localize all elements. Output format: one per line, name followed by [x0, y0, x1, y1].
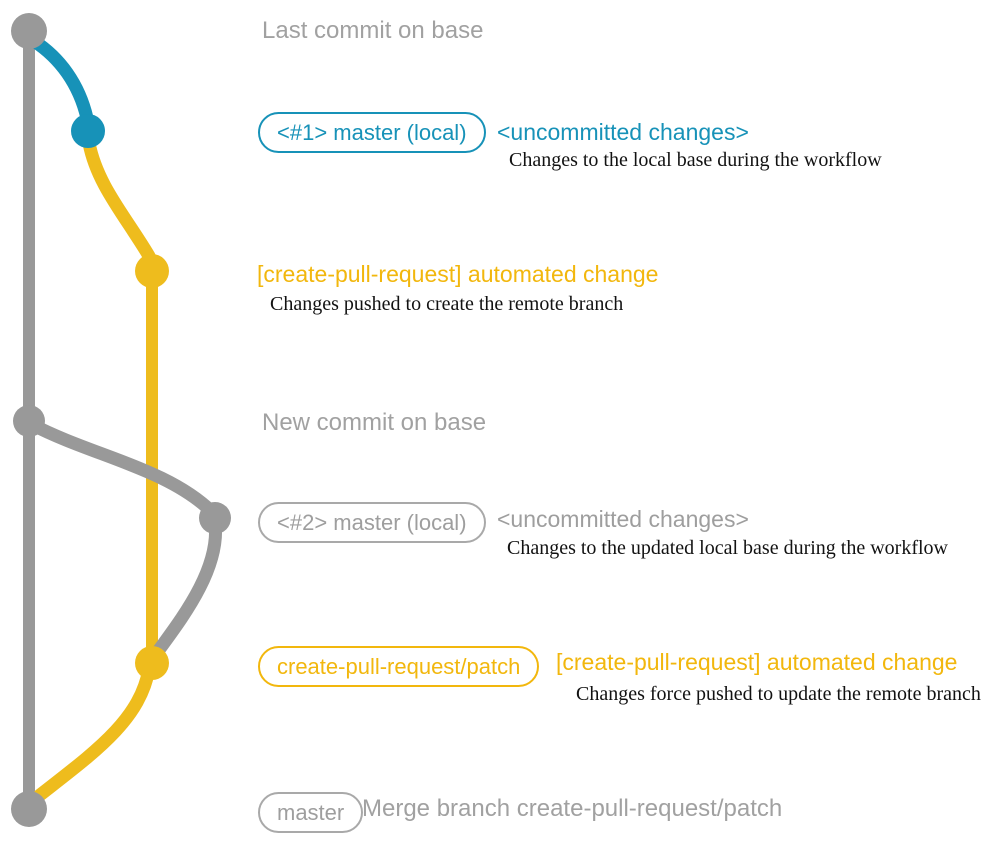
commit-dot-uncommitted-1	[71, 114, 105, 148]
commit-title-uncommitted-2: <uncommitted changes>	[497, 506, 749, 532]
commit-desc-automated-2: Changes force pushed to update the remot…	[576, 683, 981, 705]
commit-title-uncommitted-1: <uncommitted changes>	[497, 119, 749, 145]
commit-desc-automated-1: Changes pushed to create the remote bran…	[270, 293, 624, 315]
commit-desc-uncommitted-2: Changes to the updated local base during…	[507, 537, 948, 559]
patch-merge-curve	[33, 662, 156, 802]
patch-branch-curve-top	[82, 136, 156, 263]
branch-badge-patch: create-pull-request/patch	[258, 646, 540, 687]
local-master-branch-curve	[27, 34, 94, 125]
commit-dot-last-base	[11, 13, 47, 49]
commit-desc-uncommitted-1: Changes to the local base during the wor…	[509, 149, 882, 171]
annotation-merge-branch: Merge branch create-pull-request/patch	[362, 795, 783, 822]
commit-title-automated-1: [create-pull-request] automated change	[257, 261, 659, 287]
base-to-local-curve	[24, 417, 219, 519]
annotation-last-commit-on-base: Last commit on base	[262, 17, 484, 44]
annotation-new-commit-on-base: New commit on base	[262, 409, 487, 436]
commit-dot-new-base	[13, 405, 45, 437]
commit-dot-merge	[11, 791, 47, 827]
branch-badge-master-local-1: <#1> master (local)	[258, 112, 486, 153]
branch-badge-master-local-2: <#2> master (local)	[258, 502, 486, 543]
branch-badge-master-final: master	[258, 792, 364, 833]
commit-title-automated-2: [create-pull-request] automated change	[556, 649, 958, 675]
local-to-patch-curve	[149, 515, 223, 661]
commit-dot-automated-change-1	[135, 254, 169, 288]
